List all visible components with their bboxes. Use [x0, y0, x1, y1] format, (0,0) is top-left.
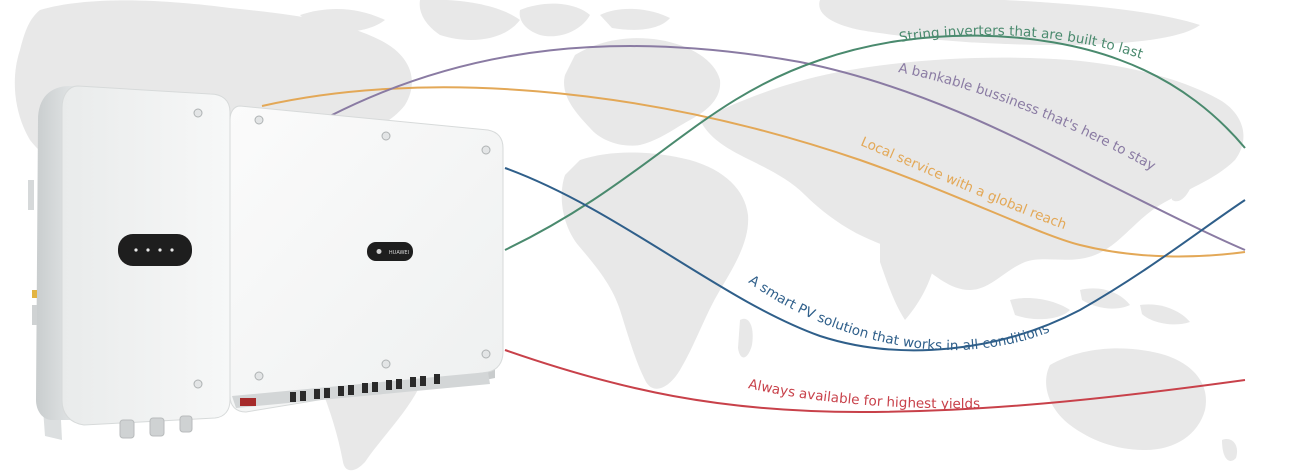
label-always-available: Always available for highest yields: [747, 376, 980, 412]
curve-smart-pv: [504, 167, 1246, 352]
curve-always-available: [504, 349, 1246, 414]
feature-curves: [261, 34, 1246, 414]
led-indicator-panel: [118, 234, 192, 266]
curve-local-service: [261, 86, 1246, 258]
curve-built-to-last: [504, 34, 1246, 251]
curve-bankable: [329, 45, 1246, 251]
brand-badge: [367, 242, 413, 261]
string-inverter-image: HUAWEI: [28, 85, 504, 440]
brand-badge-label: HUAWEI: [389, 250, 409, 256]
